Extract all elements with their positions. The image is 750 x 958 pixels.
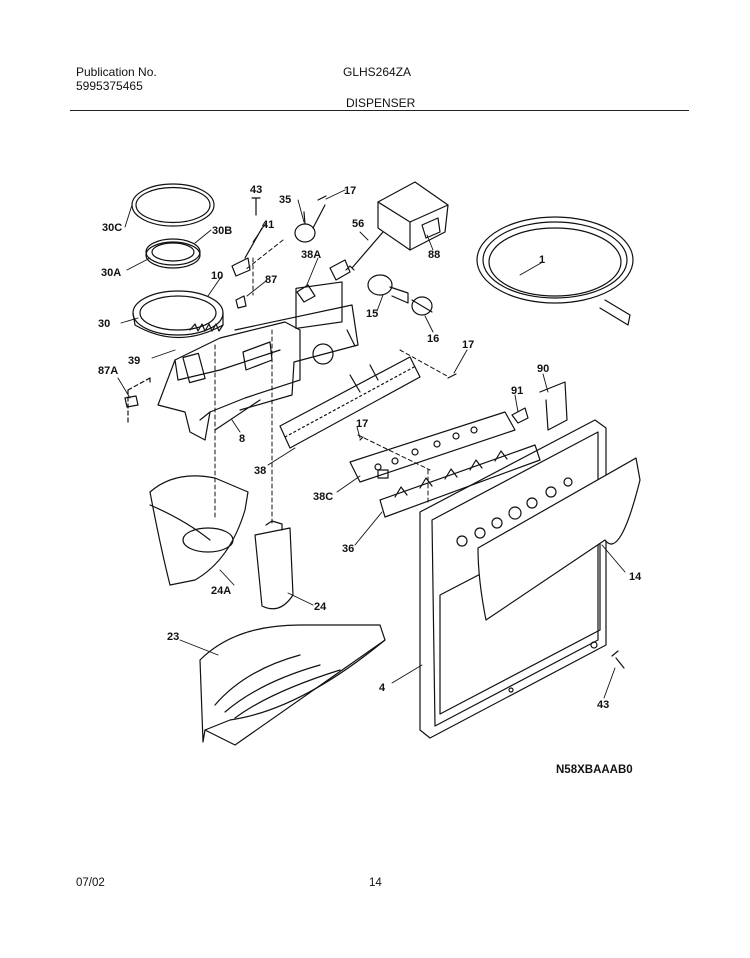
part-17-screw-a (317, 195, 327, 201)
callout-38c: 38C (313, 491, 333, 503)
callout-91: 91 (511, 385, 523, 397)
part-30-funnel (132, 290, 224, 339)
part-30b-ring (145, 238, 201, 269)
callout-30: 30 (98, 318, 110, 330)
part-91-bracket (511, 407, 529, 424)
callout-30a: 30A (101, 267, 121, 279)
part-15-bulb (367, 274, 409, 304)
part-30c-gasket (131, 183, 215, 227)
part-17-screw-b (447, 373, 457, 379)
callout-38: 38 (254, 465, 266, 477)
header-rule (70, 110, 689, 111)
part-90-bracket (539, 381, 568, 431)
callout-30c: 30C (102, 222, 122, 234)
part-38c-switch-board (349, 411, 516, 483)
callout-90: 90 (537, 363, 549, 375)
callout-16: 16 (427, 333, 439, 345)
part-43-screw-bottom (611, 650, 625, 669)
part-8-housing (157, 321, 301, 441)
callout-17-top: 17 (344, 185, 356, 197)
callout-1: 1 (539, 254, 545, 266)
callout-14: 14 (629, 571, 642, 583)
part-36-switch-carrier (379, 444, 541, 518)
callout-88: 88 (428, 249, 440, 261)
callout-8: 8 (239, 433, 245, 445)
callout-87a: 87A (98, 365, 118, 377)
part-23-drip-tray (199, 624, 386, 746)
callout-30b: 30B (212, 225, 232, 237)
part-88-actuator (377, 181, 449, 251)
callout-39: 39 (128, 355, 140, 367)
part-10-spring (189, 323, 224, 332)
callout-56: 56 (352, 218, 364, 230)
callout-17-right: 17 (462, 339, 474, 351)
callout-35: 35 (279, 194, 291, 206)
part-56-screw (345, 231, 384, 271)
part-24-door-flap (254, 520, 294, 610)
part-mounting-bracket (234, 281, 359, 411)
callout-36: 36 (342, 543, 354, 555)
callout-17-mid: 17 (356, 418, 368, 430)
model-number: GLHS264ZA (343, 65, 412, 79)
publication-number: 5995375465 (76, 79, 143, 93)
part-38a-switches (296, 259, 351, 303)
part-35-motor (294, 204, 326, 243)
part-43-screw-top (251, 197, 261, 216)
footer-date: 07/02 (76, 877, 105, 889)
callout-38a: 38A (301, 249, 321, 261)
part-1-tube (476, 216, 634, 326)
callout-10: 10 (211, 270, 223, 282)
callout-43-top: 43 (250, 184, 262, 196)
part-24a-chute (149, 475, 249, 586)
page-number: 14 (369, 877, 382, 889)
diagram-code: N58XBAAAB0 (556, 764, 633, 776)
part-14-trim-panel (477, 457, 641, 621)
callout-4: 4 (379, 682, 386, 694)
part-87-clip (235, 295, 247, 309)
part-17-screw-c (359, 436, 364, 441)
callout-23: 23 (167, 631, 179, 643)
callout-87: 87 (265, 274, 277, 286)
section-title: DISPENSER (346, 96, 416, 110)
part-38-board (279, 356, 421, 449)
callout-24: 24 (314, 601, 327, 613)
callout-43-bottom: 43 (597, 699, 609, 711)
part-16-socket (411, 296, 433, 316)
callout-41: 41 (262, 219, 274, 231)
publication-label: Publication No. (76, 65, 157, 79)
part-87a (124, 395, 139, 408)
callout-24a: 24A (211, 585, 231, 597)
callout-15: 15 (366, 308, 378, 320)
